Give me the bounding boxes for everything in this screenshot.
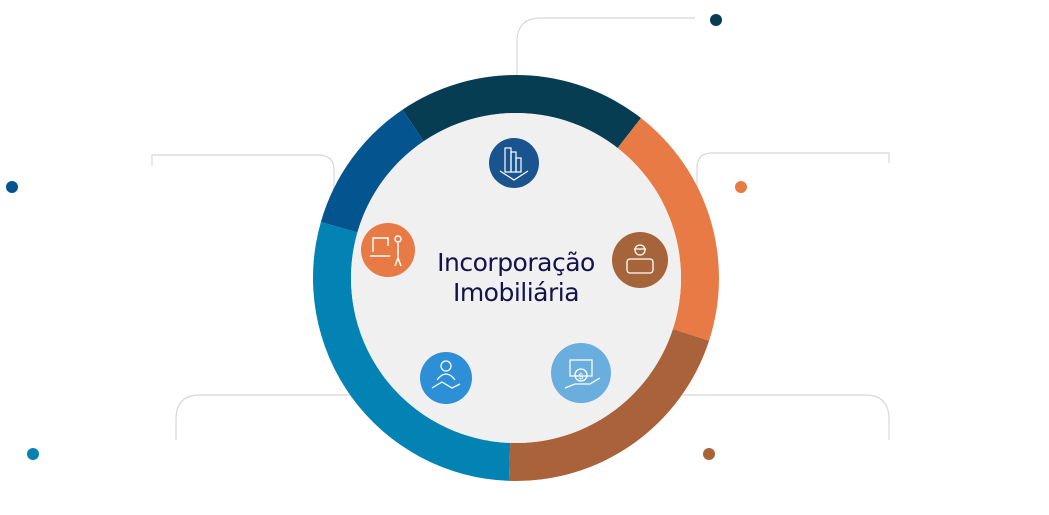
- svg-text:$: $: [578, 372, 584, 382]
- connector-bottom-left: [175, 394, 352, 440]
- marker-dot-top: [710, 14, 722, 26]
- ring: [313, 74, 719, 481]
- marker-dot-bottom-left: [27, 448, 39, 460]
- ring-segment-blue: [320, 109, 424, 233]
- ring-segment-cyan-blue: [313, 222, 511, 481]
- ring-segment-brown: [508, 328, 710, 481]
- marker-dot-left: [6, 181, 18, 193]
- title-line-2: Imobiliária: [452, 278, 580, 307]
- center-title: Incorporação Imobiliária: [396, 248, 636, 308]
- connector-left: [151, 154, 335, 192]
- handshake-icon: [420, 352, 472, 404]
- ring-segment-orange: [617, 118, 719, 341]
- building-icon: [489, 138, 539, 188]
- money-hand-icon: $: [551, 343, 611, 403]
- ring-segment-dark-teal: [402, 74, 641, 148]
- connector-right: [696, 152, 890, 188]
- marker-dot-bottom-right: [703, 448, 715, 460]
- construction-worker-icon: [361, 223, 415, 277]
- marker-dot-right: [735, 181, 747, 193]
- connector-top: [516, 17, 695, 76]
- title-line-1: Incorporação: [437, 248, 595, 277]
- engineer-blueprint-icon: [612, 232, 668, 288]
- connector-bottom-right: [680, 394, 890, 440]
